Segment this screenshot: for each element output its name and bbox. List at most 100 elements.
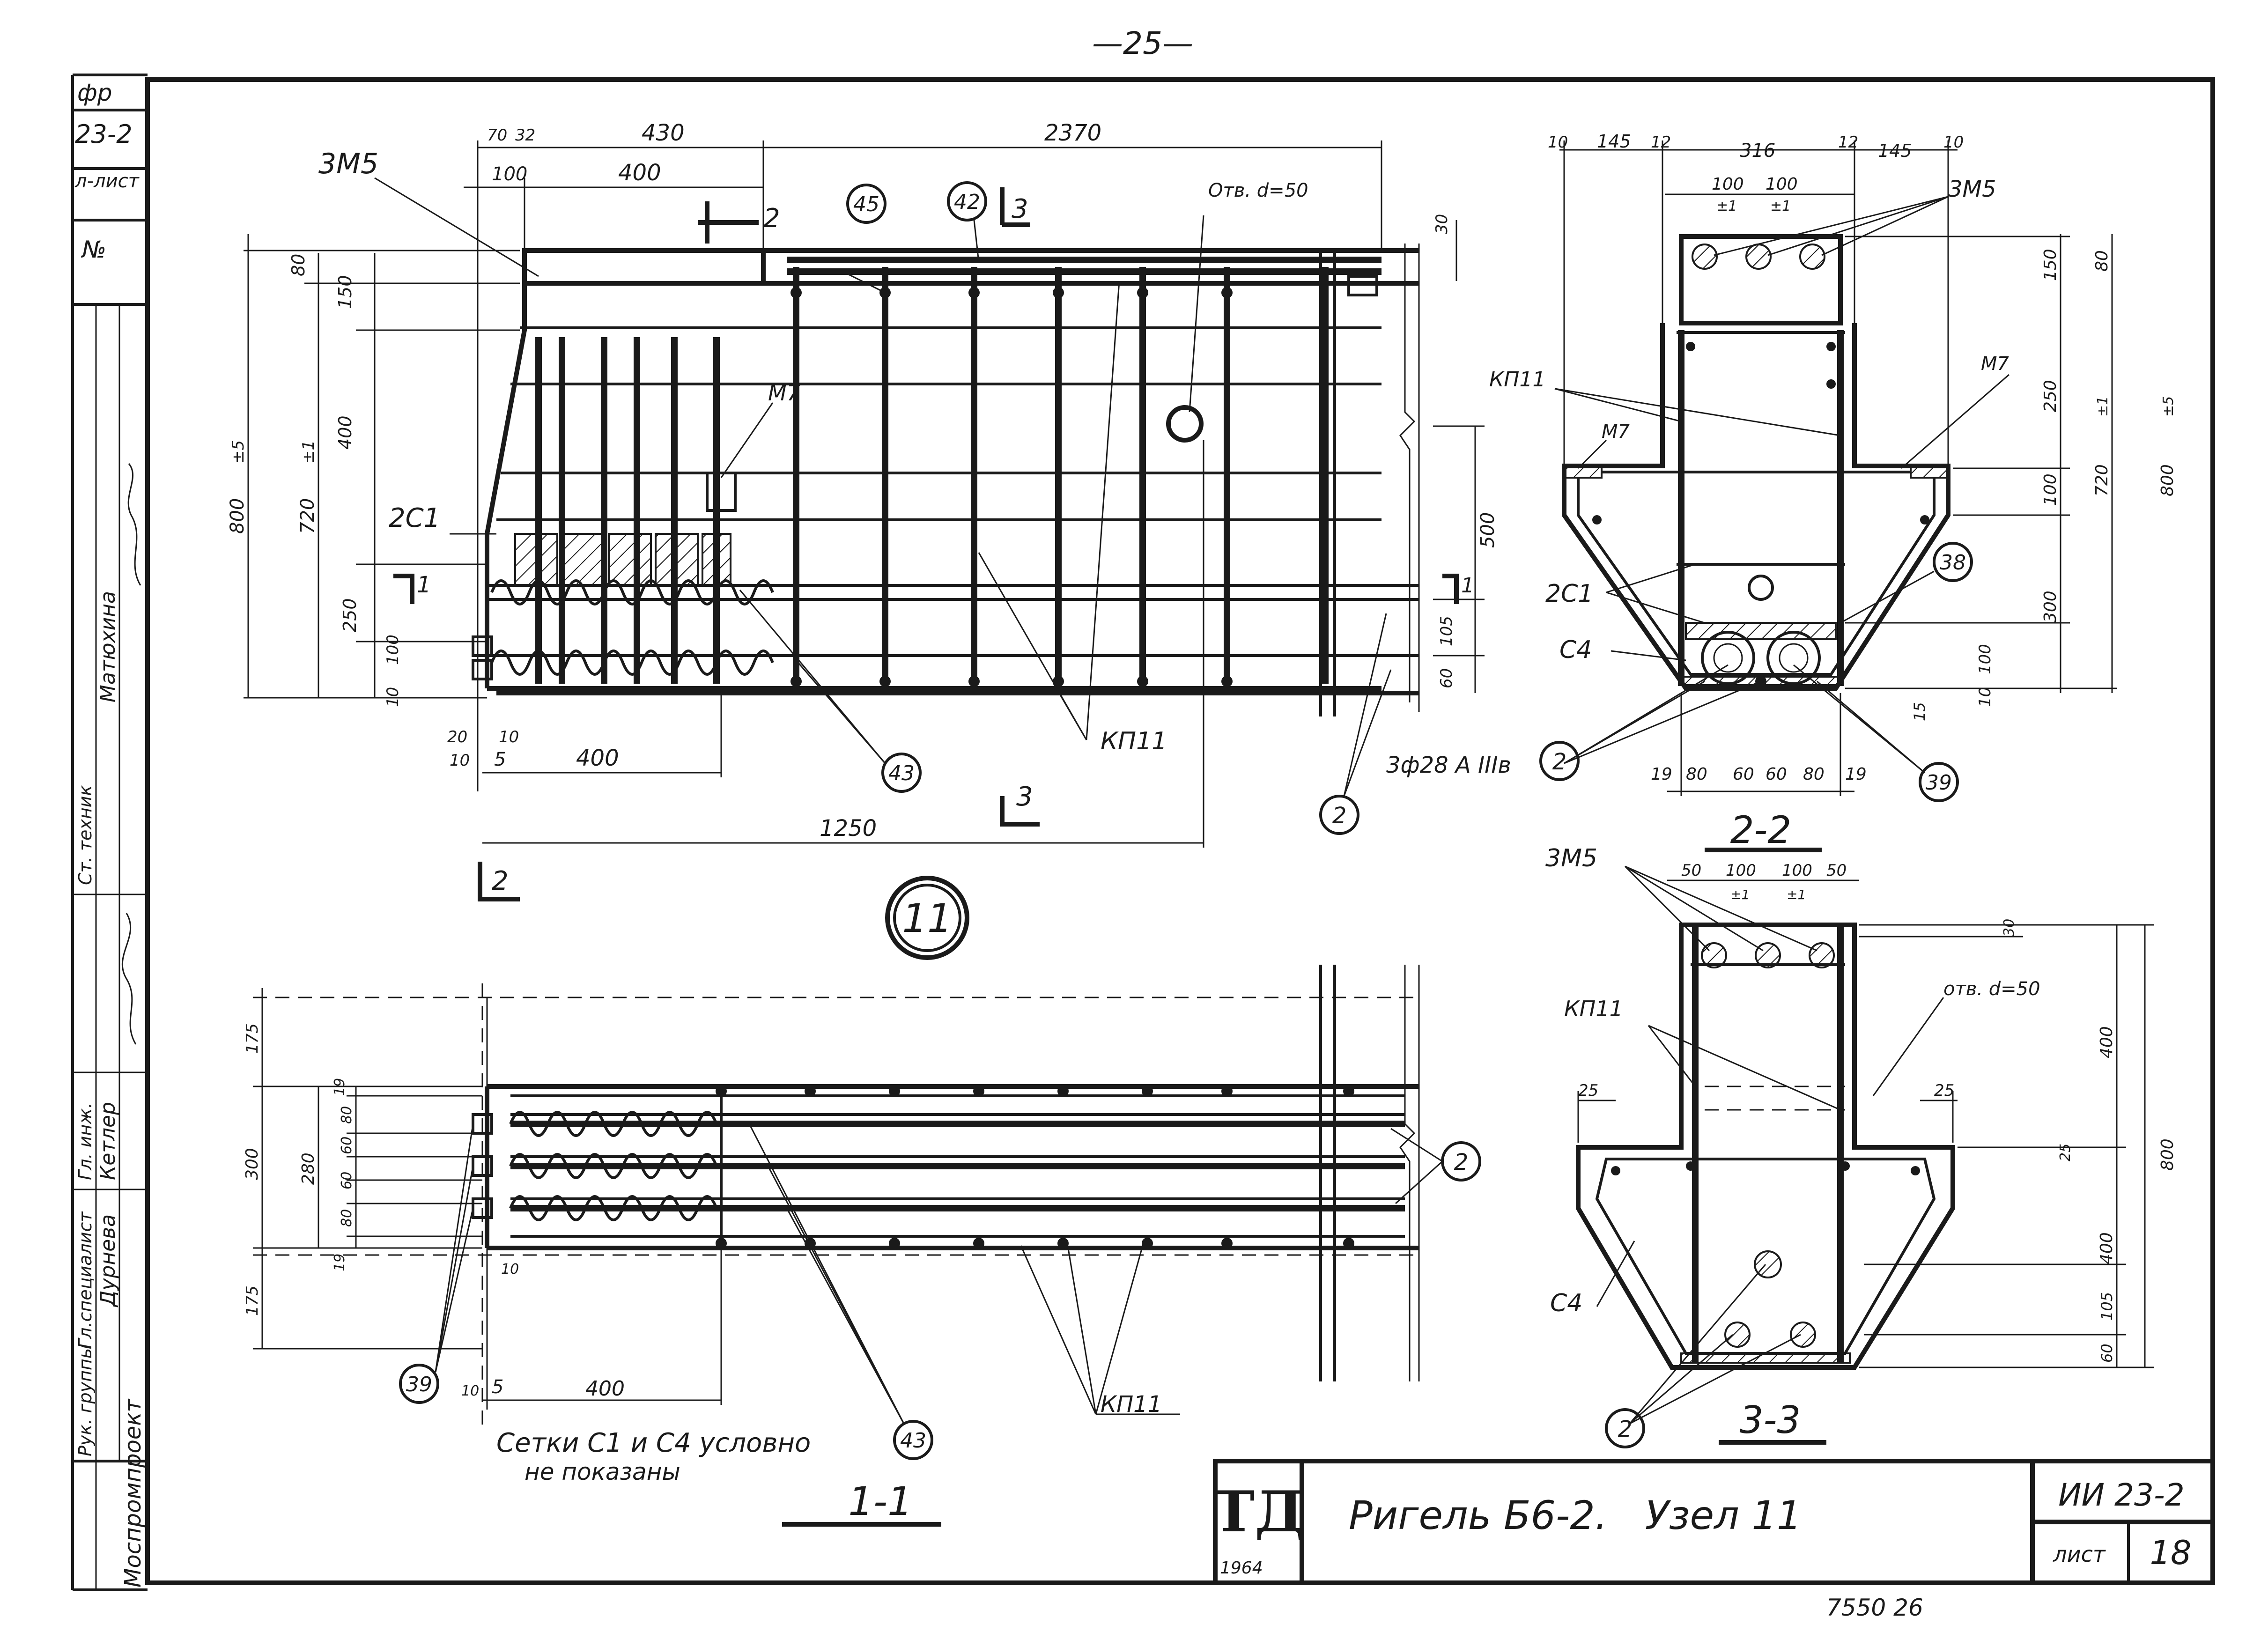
section-mark-1-left: 1 (417, 572, 431, 598)
s33-balloon-2: 2 (1605, 1408, 1645, 1448)
dim-10-left: 10 (384, 687, 402, 707)
svg-text:2: 2 (1552, 749, 1567, 775)
dim-400-top: 400 (618, 160, 661, 186)
dim-10-a: 10 (499, 728, 519, 746)
sheet-number: 18 (2150, 1534, 2191, 1572)
dim-tol-1: ±1 (299, 440, 318, 464)
callout-3m5: 3М5 (318, 148, 378, 180)
balloon-42: 42 (947, 181, 987, 222)
dim-10-b: 10 (450, 751, 470, 770)
s33-dim-60: 60 (2098, 1344, 2116, 1363)
s22-dim-60-a: 60 (1733, 765, 1754, 784)
callout-m7: М7 (768, 380, 800, 406)
stamp-role-4: Ст. техник (75, 785, 96, 885)
s22-dim-316: 316 (1740, 140, 1775, 162)
stamp-role-1: Рук. группы (75, 1344, 96, 1456)
s22-dim-60-b: 60 (1766, 765, 1787, 784)
s22-balloon-39: 39 (1919, 762, 1959, 802)
s22-callout-3m5: 3М5 (1948, 176, 1996, 202)
s33-callout-hole: отв. d=50 (1943, 978, 2040, 1000)
s11-dim-19-bottom: 19 (332, 1254, 348, 1271)
s33-title: 3-3 (1740, 1398, 1801, 1442)
s22-tol-1-b: ±1 (1770, 198, 1791, 214)
svg-text:43: 43 (888, 761, 915, 785)
dim-500: 500 (1477, 512, 1499, 548)
svg-text:39: 39 (406, 1373, 432, 1396)
spiral-upper (490, 579, 774, 606)
spiral-lower (490, 650, 774, 676)
balloon-43: 43 (881, 753, 922, 793)
page-number: —25— (1092, 25, 1193, 61)
s22-dim-12-b: 12 (1838, 133, 1858, 152)
section-1-1: 175 300 280 19 80 60 60 80 19 175 10 10 … (243, 965, 1481, 1527)
s22-callout-m7-left: М7 (1602, 421, 1630, 443)
s11-balloon-43: 43 (893, 1420, 933, 1460)
svg-text:42: 42 (954, 190, 980, 214)
bar-dots (790, 287, 1233, 687)
dim-32: 32 (515, 126, 535, 145)
s22-dim-720: 720 (2092, 464, 2112, 496)
s11-dim-80-b: 80 (339, 1209, 355, 1227)
elevation-view: 70 32 430 2370 100 400 800 720 ±5 ±1 80 … (227, 120, 1511, 901)
s11-dim-60-a: 60 (339, 1137, 355, 1154)
callout-hole: Отв. d=50 (1208, 180, 1308, 201)
s33-dim-800: 800 (2158, 1138, 2177, 1171)
s22-dim-15: 15 (1911, 702, 1928, 721)
section-2-2: 10 145 12 316 12 145 10 100 100 ±1 ±1 80… (1489, 131, 2177, 852)
elevation-dimensions (244, 140, 1485, 848)
s22-dim-80-a: 80 (1686, 765, 1707, 784)
s22-dim-19-a: 19 (1651, 765, 1672, 784)
stamp-ref-1: фр (77, 79, 112, 106)
dim-400-bottom: 400 (576, 745, 619, 771)
footnote-line-2: не показаны (525, 1458, 680, 1485)
svg-text:2: 2 (1454, 1149, 1469, 1175)
title-logo-year: 1964 (1220, 1558, 1263, 1578)
s22-dim-100-b: 100 (1766, 175, 1798, 194)
callout-rebar: 3ф28 А ІІІв (1386, 752, 1511, 778)
s22-dim-145-b: 145 (1878, 140, 1912, 161)
s11-dim-280: 280 (299, 1152, 318, 1185)
dim-70: 70 (487, 126, 507, 145)
svg-text:39: 39 (1926, 771, 1952, 795)
s33-callout-kp11: КП11 (1564, 996, 1623, 1021)
s33-dim-25-a: 25 (1578, 1081, 1598, 1100)
section-marks (393, 187, 1459, 901)
s22-callout-kp11: КП11 (1489, 368, 1545, 391)
dim-80: 80 (288, 254, 309, 276)
dim-105: 105 (1437, 616, 1456, 646)
s22-dim-100-low: 100 (1976, 644, 1995, 674)
s22-balloon-38: 38 (1933, 542, 1973, 582)
s22-dim-12-a: 12 (1651, 133, 1671, 152)
series-code: ИИ 23-2 (2058, 1477, 2185, 1513)
dim-tol-5: ±5 (229, 440, 248, 464)
dim-5: 5 (494, 749, 506, 770)
s11-balloon-2: 2 (1441, 1141, 1481, 1182)
svg-text:2: 2 (1618, 1416, 1633, 1442)
s22-callout-2c1: 2С1 (1545, 580, 1593, 608)
dim-60: 60 (1437, 668, 1456, 688)
svg-text:43: 43 (900, 1429, 926, 1453)
s33-tol-1-a: ±1 (1730, 887, 1750, 902)
node-marker: 11 (885, 876, 969, 960)
s33-dim-25: 25 (2057, 1144, 2074, 1161)
s22-dim-80-b: 80 (1803, 765, 1825, 784)
dim-20: 20 (447, 728, 467, 746)
dim-430: 430 (642, 120, 685, 146)
stamp-ref-3: л-лист (74, 170, 140, 192)
s22-callout-m7-right: М7 (1981, 353, 2009, 375)
s11-dim-175-bottom: 175 (243, 1285, 262, 1316)
drawing-title: Ригель Б6-2. Узел 11 (1349, 1492, 1802, 1538)
s33-callout-3m5: 3М5 (1545, 844, 1597, 872)
stamp-name-2: Кетлер (96, 1102, 120, 1180)
s22-tol-5: ±5 (2160, 396, 2177, 417)
s22-dim-100: 100 (2041, 473, 2060, 506)
svg-text:2: 2 (1332, 803, 1347, 829)
left-stamp: фр 23-2 л-лист № Моспромпроект Рук. груп… (73, 79, 148, 1590)
hole-d50 (1166, 405, 1204, 443)
svg-text:38: 38 (1940, 551, 1966, 575)
s11-dim-10-b: 10 (461, 1383, 479, 1399)
node-label: 11 (902, 895, 953, 941)
s33-dim-105: 105 (2098, 1292, 2116, 1321)
dim-720: 720 (297, 498, 318, 534)
dim-100: 100 (492, 163, 527, 185)
